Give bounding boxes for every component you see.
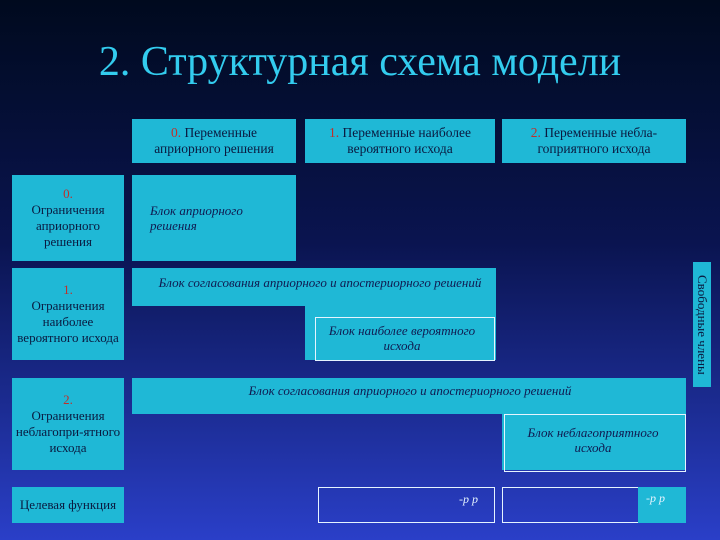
objective-shaded-cell: -p p <box>638 487 686 523</box>
row-label: Ограничения наиболее вероятного исхода <box>17 298 119 345</box>
row-header-probable: 1. Ограничения наиболее вероятного исход… <box>12 268 124 360</box>
row-label: Ограничения априорного решения <box>31 202 105 249</box>
row-header-objective: Целевая функция <box>12 487 124 523</box>
column-header-probable: 1. Переменные наиболее вероятного исхода <box>305 119 495 163</box>
block-apriori: Блок априорного решения <box>132 175 296 261</box>
block-probable <box>315 317 495 361</box>
free-terms-label: Свободные члены <box>693 262 711 387</box>
row-header-unfavorable: 2. Ограничения неблагопри-ятного исхода <box>12 378 124 470</box>
column-number: 1. <box>328 125 340 140</box>
block-unfavorable-label: Блок неблагоприятного исхода <box>527 425 659 455</box>
column-label: Переменные небла-гоприятного исхода <box>537 125 658 156</box>
block-apriori-label: Блок априорного решения <box>150 203 243 233</box>
column-header-unfavorable: 2. Переменные небла-гоприятного исхода <box>502 119 686 163</box>
block-probable-label: Блок наиболее вероятного исхода <box>328 323 476 353</box>
page-title: 2. Структурная схема модели <box>98 39 622 85</box>
block-unfavorable <box>502 414 686 470</box>
block-agreement-top <box>132 268 496 306</box>
column-header-apriori: 0. Переменные априорного решения <box>132 119 296 163</box>
row-label: Ограничения неблагопри-ятного исхода <box>15 408 121 455</box>
block-unfavorable-outline <box>504 414 686 472</box>
column-number: 0. <box>170 125 182 140</box>
column-number: 2. <box>530 125 541 140</box>
objective-value-right: -p p <box>646 491 665 505</box>
column-label: Переменные наиболее вероятного исхода <box>342 125 471 156</box>
row-number: 1. <box>63 282 73 297</box>
row-label: Целевая функция <box>19 497 117 512</box>
block-agreement-1-label: Блок согласования априорного и апостерио… <box>158 275 482 290</box>
objective-cell-left: -p p <box>318 487 495 523</box>
column-label: Переменные априорного решения <box>154 125 274 156</box>
row-number: 0. <box>63 186 73 201</box>
block-agreement-bottom <box>305 306 496 360</box>
row-number: 2. <box>63 392 73 407</box>
block-agreement-2-label: Блок согласования априорного и апостерио… <box>248 383 572 398</box>
row-header-apriori: 0. Ограничения априорного решения <box>12 175 124 261</box>
block-agreement-2 <box>132 378 686 414</box>
objective-value-left: -p p <box>459 492 478 506</box>
